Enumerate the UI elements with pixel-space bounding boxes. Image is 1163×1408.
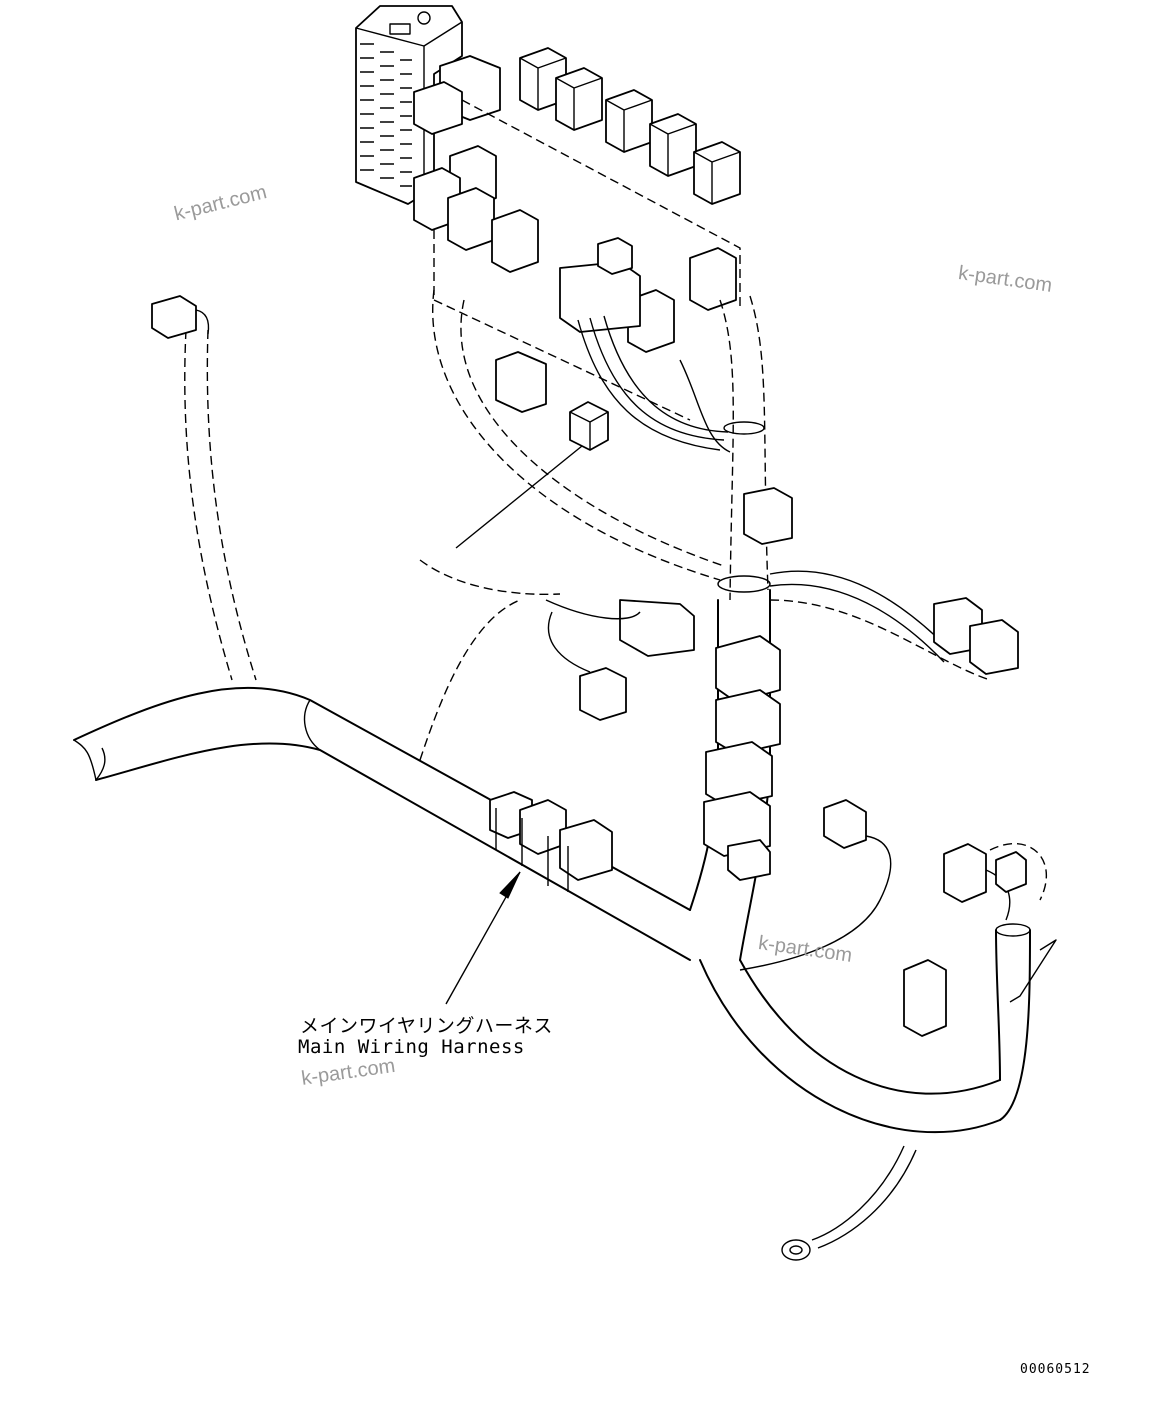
panel-loops — [419, 289, 731, 761]
leader-line — [455, 445, 583, 549]
callout-arrow — [445, 871, 521, 1005]
part-label-english: Main Wiring Harness — [298, 1036, 525, 1058]
part-label-japanese: メインワイヤリングハーネス — [300, 1015, 553, 1037]
lower-right-branch — [699, 799, 1057, 1261]
fuse-box — [355, 5, 463, 205]
panel-outline — [433, 99, 741, 421]
relay-row-lower — [413, 145, 737, 413]
left-branch — [151, 295, 257, 681]
called-out-relay — [569, 401, 609, 451]
right-branch — [769, 570, 1019, 681]
relay-row-upper — [413, 47, 741, 205]
main-harness-trunk — [73, 686, 691, 961]
trunk-connectors — [703, 487, 793, 881]
harness-connectors — [489, 599, 695, 892]
figure-number: 00060512 — [1020, 1362, 1091, 1377]
